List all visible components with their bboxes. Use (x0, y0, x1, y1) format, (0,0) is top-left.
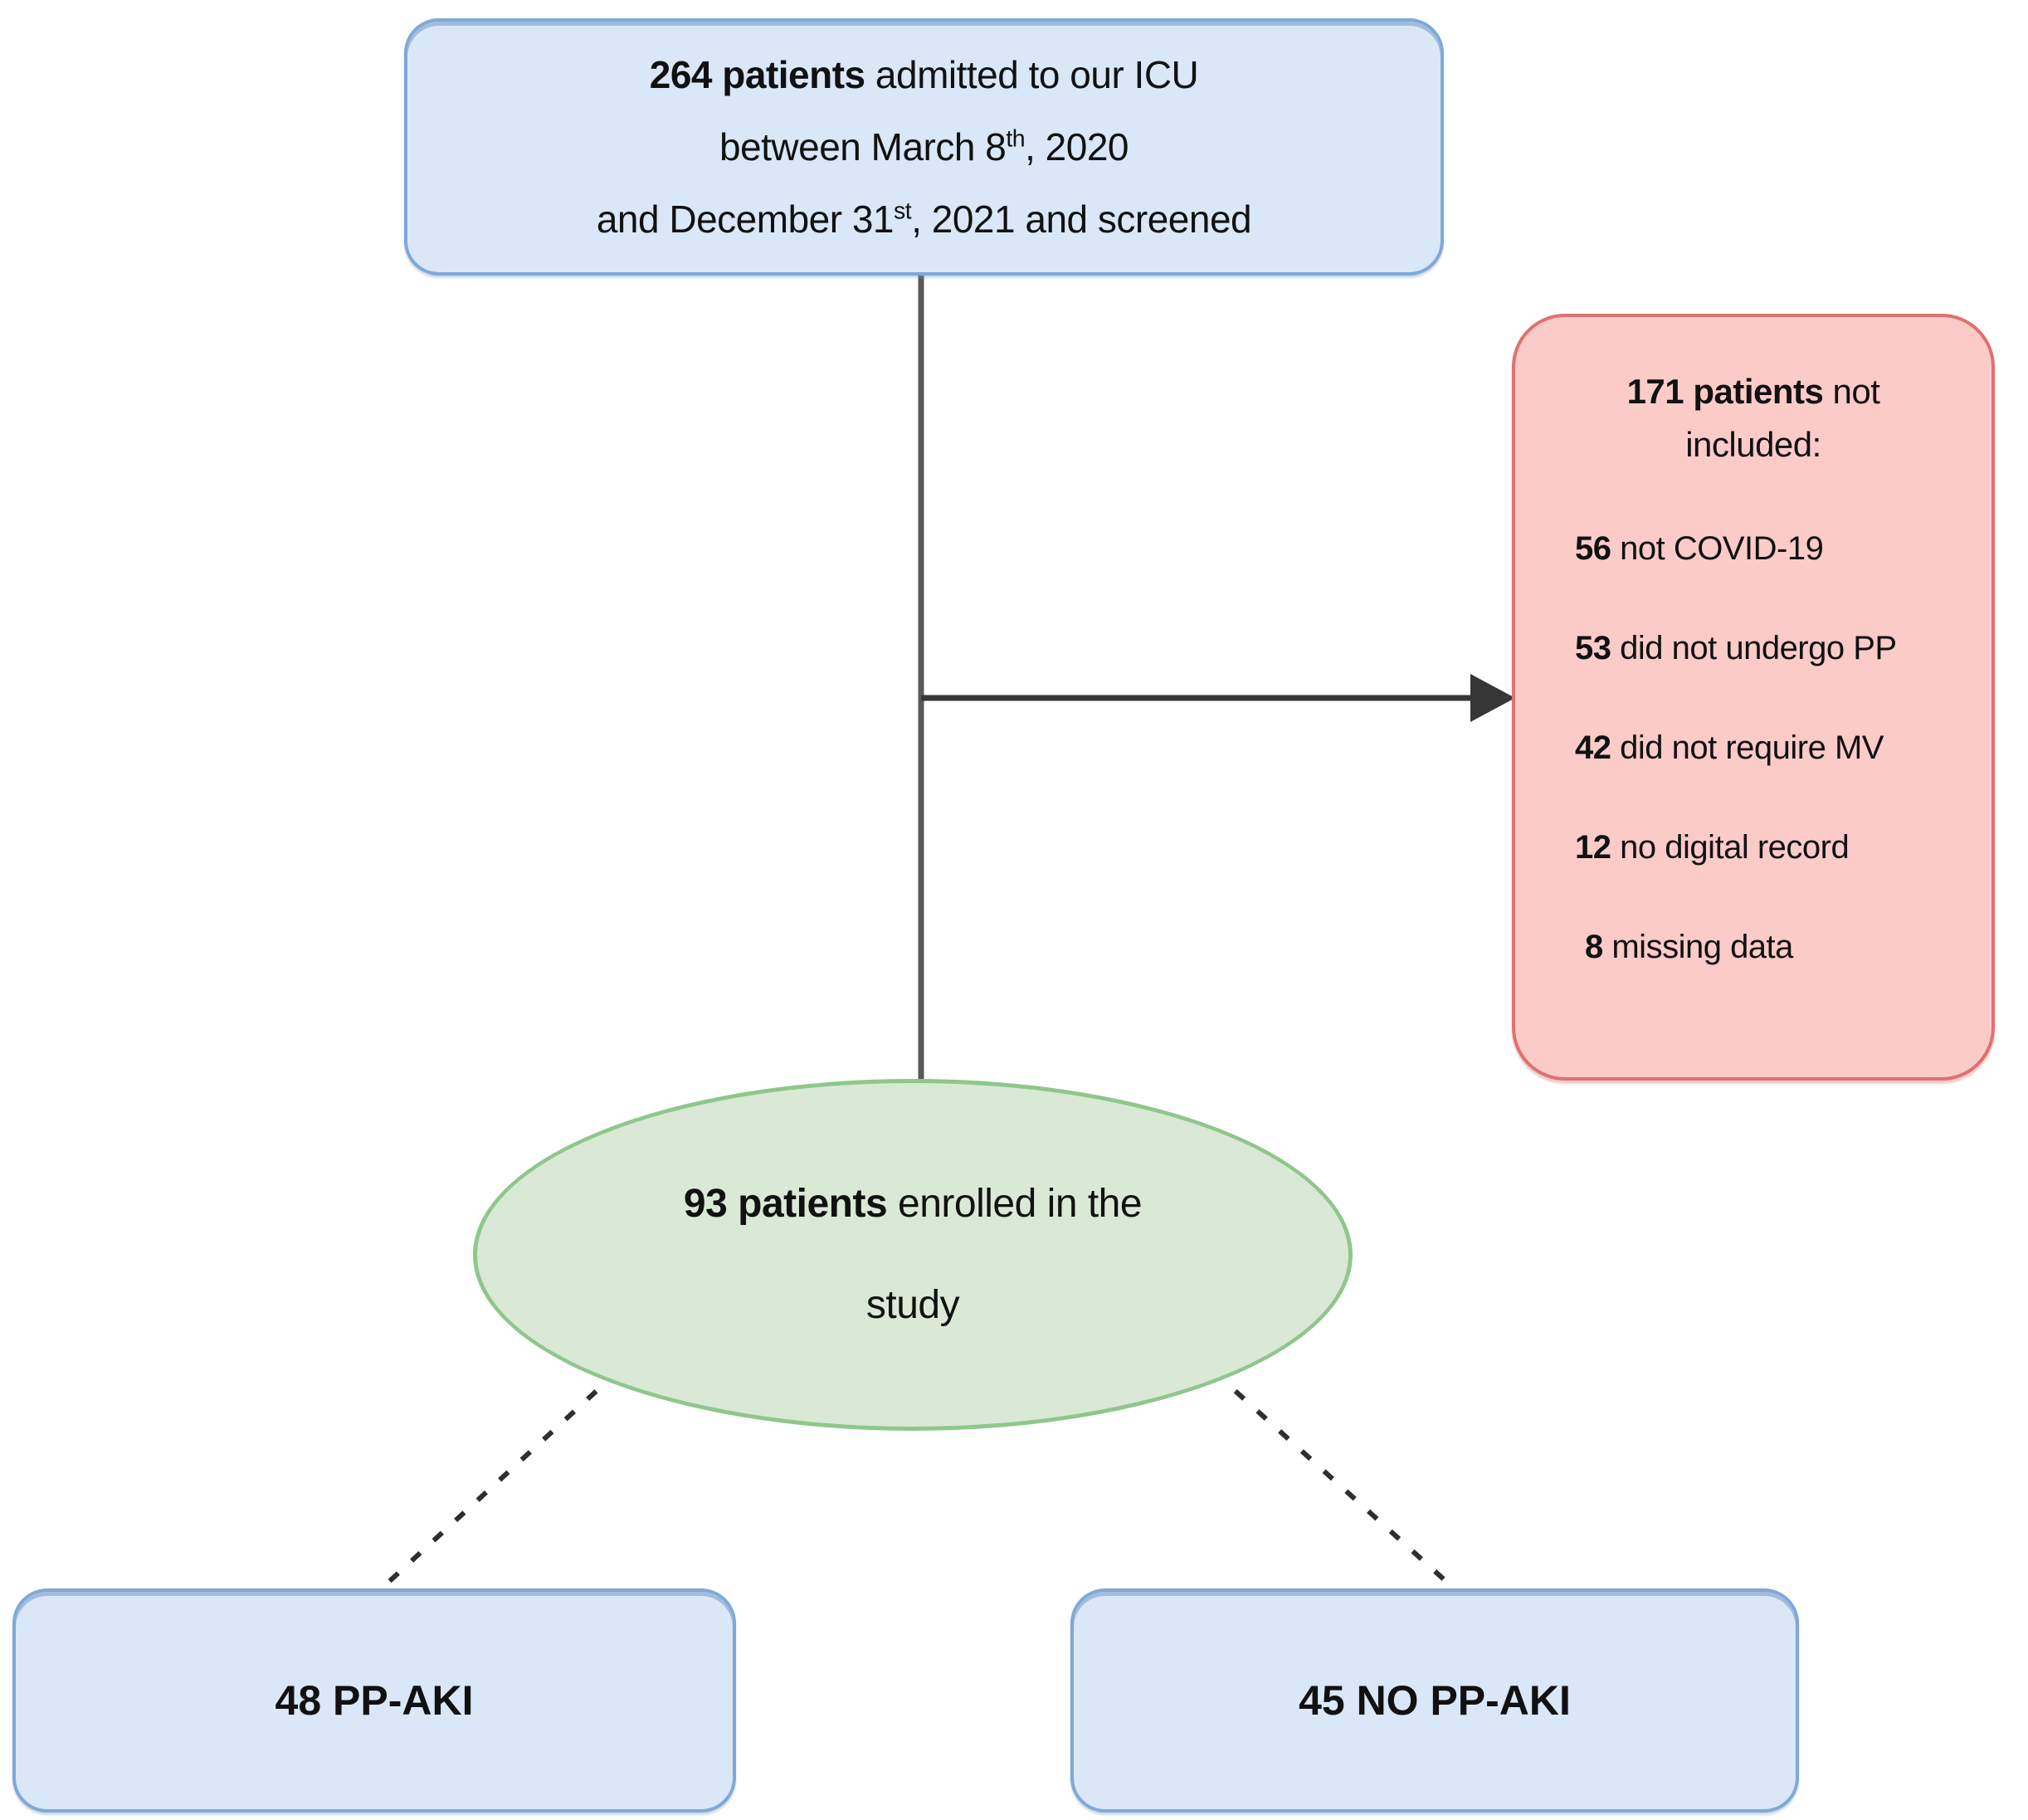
dashed-connector-right (1211, 1369, 1455, 1589)
outcome-box-no-pp-aki: 45 NO PP-AKI (1070, 1588, 1799, 1813)
outcome-box-pp-aki: 48 PP-AKI (12, 1588, 736, 1813)
enrolled-line-1: 93 patients enrolled in the (683, 1182, 1143, 1226)
outcome-left-label: 48 PP-AKI (275, 1677, 474, 1724)
exclusion-item: 42 did not require MV (1575, 729, 1884, 766)
ordinal-suffix: st (894, 198, 912, 225)
outcome-right-label: 45 NO PP-AKI (1299, 1677, 1571, 1724)
enrolled-patients-ellipse: 93 patients enrolled in the study (473, 1079, 1353, 1431)
screened-line-2: between March 8th, 2020 (719, 124, 1129, 168)
screened-line-3: and December 31st, 2021 and screened (596, 197, 1252, 241)
screened-count: 264 patients (649, 52, 865, 96)
enrolled-line-2: study (865, 1283, 960, 1327)
exclusion-item: 53 did not undergo PP (1575, 630, 1897, 666)
exclusion-reason-list: 56 not COVID-19 53 did not undergo PP 42… (1540, 529, 1967, 1027)
screened-line-1: 264 patients admitted to our ICU (649, 52, 1199, 96)
exclusion-item: 12 no digital record (1575, 829, 1850, 866)
excluded-patients-box: 171 patients not included: 56 not COVID-… (1512, 314, 1995, 1081)
excluded-title: 171 patients not included: (1626, 372, 1880, 464)
exclusion-item: 8 missing data (1585, 929, 1793, 965)
excluded-count: 171 patients (1626, 372, 1824, 411)
screened-patients-box: 264 patients admitted to our ICU between… (404, 18, 1444, 276)
enrolled-count: 93 patients (683, 1182, 888, 1226)
dashed-connector-left (381, 1369, 621, 1589)
ordinal-suffix: th (1006, 125, 1026, 153)
exclusion-item: 56 not COVID-19 (1575, 530, 1824, 567)
arrowhead-right-icon (1470, 674, 1515, 722)
